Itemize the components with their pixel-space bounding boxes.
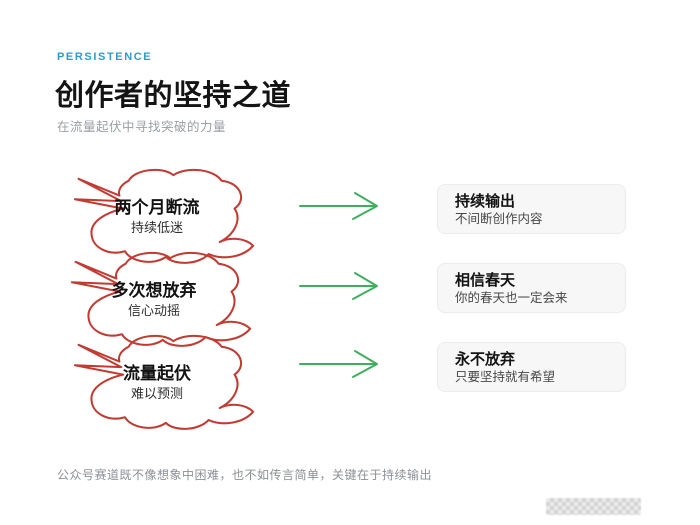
thought-cloud-2: 多次想放弃 信心动摇 — [67, 247, 255, 351]
cloud-text-3: 流量起伏 难以预测 — [76, 364, 238, 403]
card-subtitle: 不间断创作内容 — [455, 212, 543, 226]
card-title: 永不放弃 — [455, 351, 516, 368]
thought-cloud-3: 流量起伏 难以预测 — [70, 330, 258, 434]
cloud-title: 两个月断流 — [114, 198, 200, 217]
thought-cloud-1: 两个月断流 持续低迷 — [70, 164, 258, 268]
result-card-3: 永不放弃 只要坚持就有希望 — [437, 342, 626, 392]
arrow-right-icon — [299, 350, 378, 378]
card-subtitle: 只要坚持就有希望 — [455, 370, 556, 384]
cloud-text-2: 多次想放弃 信心动摇 — [73, 281, 235, 320]
pixelated-watermark — [546, 498, 641, 515]
card-title: 持续输出 — [455, 193, 516, 210]
result-card-2: 相信春天 你的春天也一定会来 — [437, 263, 626, 313]
arrow-right-icon — [299, 272, 378, 300]
result-card-1: 持续输出 不间断创作内容 — [437, 184, 626, 234]
card-subtitle: 你的春天也一定会来 — [455, 291, 568, 305]
cloud-subtitle: 信心动摇 — [127, 303, 180, 318]
page-subtitle: 在流量起伏中寻找突破的力量 — [57, 120, 227, 134]
cloud-text-1: 两个月断流 持续低迷 — [76, 198, 238, 237]
eyebrow-label: PERSISTENCE — [57, 51, 153, 63]
cloud-title: 多次想放弃 — [111, 281, 197, 300]
cloud-title: 流量起伏 — [123, 364, 191, 383]
cloud-subtitle: 难以预测 — [130, 386, 183, 401]
card-title: 相信春天 — [455, 272, 516, 289]
arrow-right-icon — [299, 192, 378, 220]
cloud-subtitle: 持续低迷 — [130, 220, 183, 235]
page-title: 创作者的坚持之道 — [55, 80, 292, 112]
footer-note: 公众号赛道既不像想象中困难，也不如传言简单，关键在于持续输出 — [57, 468, 433, 482]
